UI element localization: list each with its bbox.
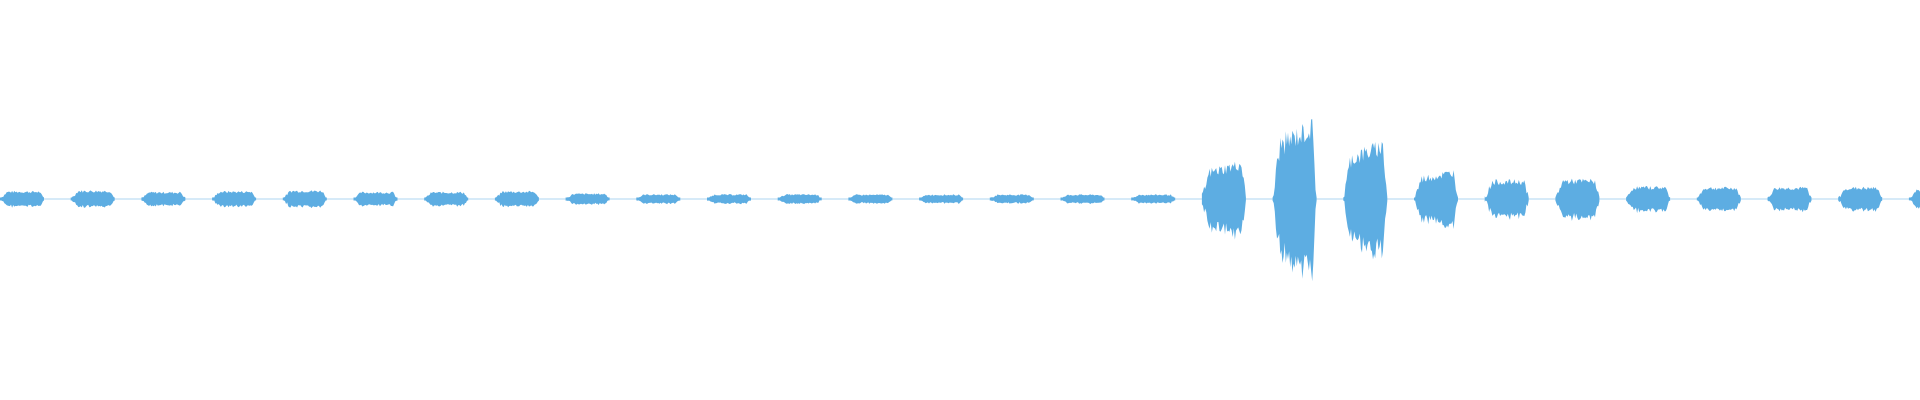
waveform-burst (1131, 194, 1176, 204)
waveform-burst (707, 194, 751, 205)
waveform-bursts (0, 119, 1920, 282)
waveform-burst (636, 194, 681, 205)
waveform-burst (989, 194, 1034, 204)
waveform-burst (424, 191, 469, 207)
waveform-burst (1272, 119, 1317, 282)
waveform-burst (70, 190, 115, 208)
waveform-burst (1908, 189, 1920, 209)
waveform-burst (1201, 161, 1246, 240)
waveform-burst (0, 190, 44, 208)
waveform-burst (1484, 179, 1529, 220)
waveform-burst (141, 191, 186, 207)
waveform-burst (1767, 186, 1812, 213)
waveform-burst (1626, 186, 1671, 214)
waveform-burst (1414, 170, 1458, 229)
waveform-burst (353, 191, 398, 207)
waveform-burst (1343, 142, 1388, 260)
waveform-burst (212, 190, 257, 208)
waveform-burst (1060, 194, 1105, 205)
waveform-burst (777, 194, 822, 205)
waveform-burst (919, 194, 964, 204)
waveform-burst (282, 190, 327, 209)
waveform-burst (494, 190, 539, 208)
waveform-burst (848, 194, 893, 204)
waveform-burst (565, 193, 610, 205)
waveform-burst (1838, 186, 1883, 212)
waveform-burst (1696, 186, 1741, 212)
waveform-burst (1555, 178, 1600, 221)
